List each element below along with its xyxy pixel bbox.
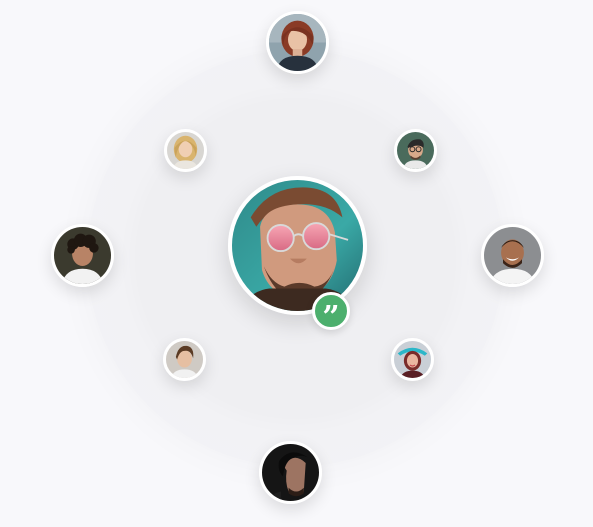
avatar-left[interactable] <box>51 224 114 287</box>
avatar-man-curly-hair-icon <box>54 227 111 284</box>
quote-icon: ” <box>322 300 340 335</box>
avatar-center-featured[interactable] <box>228 176 367 315</box>
avatar-woman-red-hair-icon <box>269 14 326 71</box>
avatar-right[interactable] <box>481 224 544 287</box>
avatar-man-smiling-icon <box>484 227 541 284</box>
avatar-top-right[interactable] <box>394 129 437 172</box>
avatar-young-man-icon <box>166 341 203 378</box>
avatar-bottom-left[interactable] <box>163 338 206 381</box>
avatar-man-glasses-icon <box>397 132 434 169</box>
avatar-top-left[interactable] <box>164 129 207 172</box>
avatar-woman-teal-hat-icon <box>394 341 431 378</box>
avatar-bottom[interactable] <box>259 441 322 504</box>
avatar-bottom-right[interactable] <box>391 338 434 381</box>
avatar-woman-blonde-icon <box>167 132 204 169</box>
avatar-man-sunglasses-icon <box>232 180 363 311</box>
avatar-man-dark-icon <box>262 444 319 501</box>
quote-badge: ” <box>312 292 350 335</box>
avatar-top[interactable] <box>266 11 329 74</box>
